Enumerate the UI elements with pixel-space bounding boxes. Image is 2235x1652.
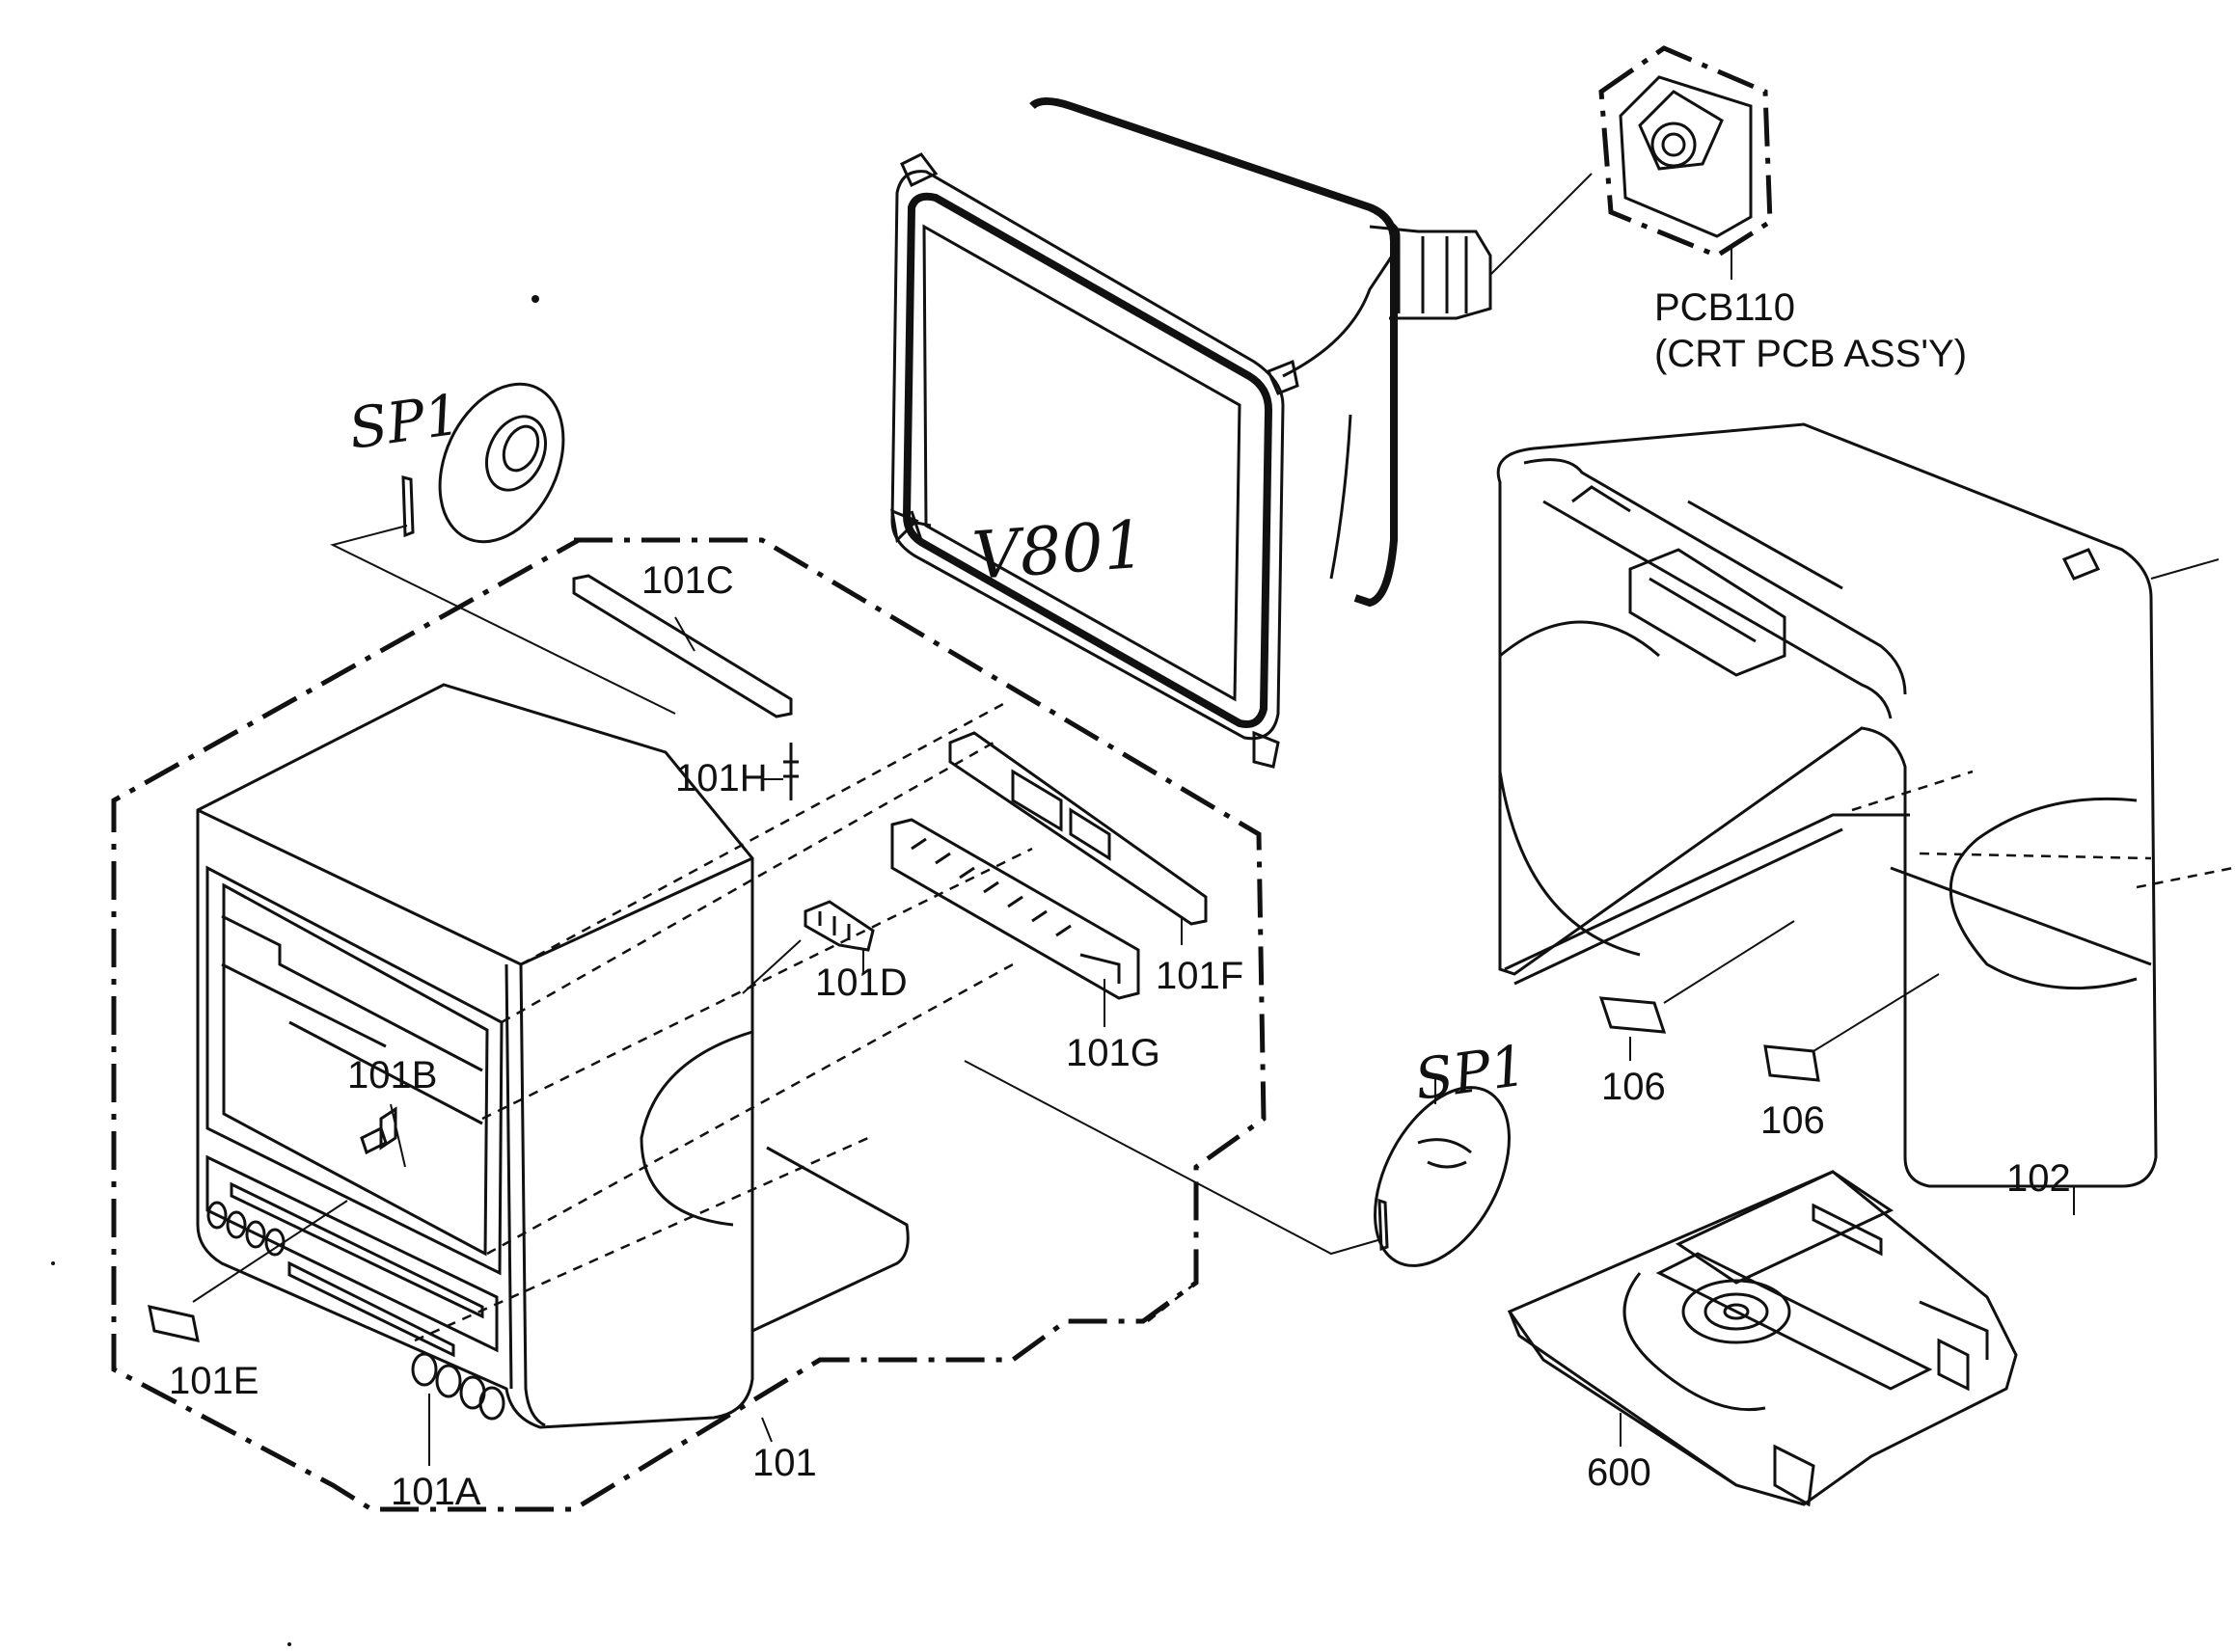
label-600: 600	[1587, 1451, 1651, 1494]
label-101f: 101F	[1156, 955, 1243, 997]
stray-mark	[51, 1261, 55, 1265]
speaker-top-label: SP1	[344, 381, 464, 461]
part-106-a	[1598, 920, 1795, 1061]
label-pcb110-desc: (CRT PCB ASS'Y)	[1654, 333, 1967, 375]
speaker-bottom-label: SP1	[1410, 1032, 1530, 1112]
front-cabinet-assembly	[111, 537, 1267, 1512]
label-106-b: 106	[1760, 1099, 1825, 1142]
label-101a: 101A	[391, 1471, 481, 1513]
crt-picture-tube: V801	[890, 97, 1593, 769]
label-101: 101	[752, 1442, 817, 1484]
crt-marker: V801	[970, 507, 1148, 595]
label-101b: 101B	[347, 1054, 437, 1097]
label-106-a: 106	[1601, 1066, 1666, 1108]
rear-cabinet	[1496, 422, 2234, 1215]
part-106-b	[1763, 973, 1940, 1082]
label-101g: 101G	[1066, 1032, 1160, 1074]
label-101c: 101C	[641, 559, 734, 602]
crt-pcb-assembly	[1598, 45, 1773, 280]
stray-mark	[531, 295, 539, 303]
label-101d: 101D	[815, 961, 908, 1004]
speaker-bottom: SP1	[964, 1032, 1530, 1267]
stray-mark	[287, 1642, 291, 1646]
leader-101	[761, 1417, 773, 1443]
label-102: 102	[2006, 1157, 2071, 1200]
label-101e: 101E	[169, 1360, 259, 1402]
board-101g	[890, 818, 1140, 1027]
label-101h: 101H	[675, 757, 768, 799]
dvd-mechanism	[1507, 1170, 2018, 1507]
bracket-101f	[948, 731, 1208, 945]
speaker-top: SP1	[330, 381, 676, 715]
label-pcb110: PCB110	[1654, 286, 1795, 329]
